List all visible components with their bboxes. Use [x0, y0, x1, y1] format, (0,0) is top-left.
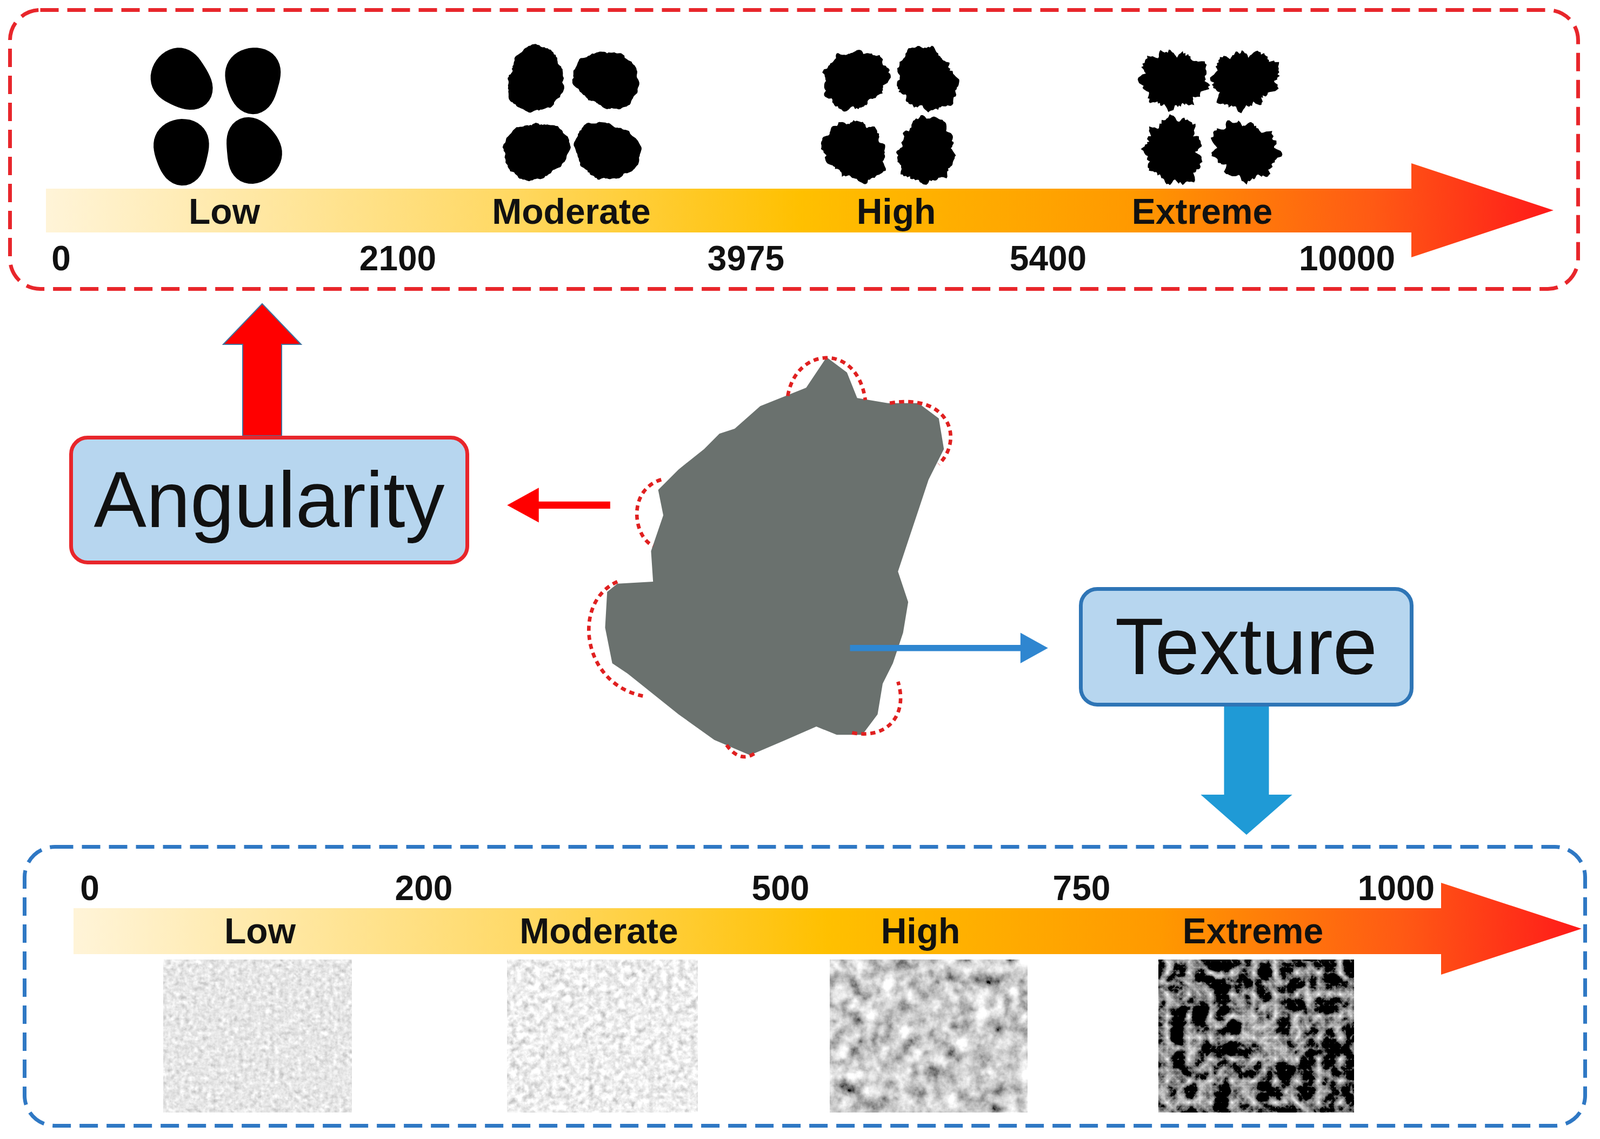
- texture-sample-image: [507, 959, 698, 1113]
- property-label: Texture: [1115, 600, 1378, 693]
- particle-silhouette: [150, 47, 213, 110]
- scale-label: Moderate: [491, 191, 651, 232]
- particle-silhouette: [1141, 114, 1203, 185]
- particle-silhouette: [153, 118, 210, 186]
- scale-label: Low: [188, 191, 260, 232]
- particle-silhouette: [1137, 49, 1211, 112]
- property-box: Texture: [1078, 587, 1414, 707]
- aggregate-particle: [604, 357, 944, 756]
- block-arrow: [1202, 706, 1291, 835]
- particle-silhouettes: [150, 43, 1283, 186]
- particle-silhouette: [224, 47, 281, 115]
- property-label: Angularity: [93, 454, 445, 546]
- scale-label: 10000: [1298, 239, 1396, 278]
- particle-silhouette: [226, 117, 283, 184]
- particle-silhouette: [896, 45, 960, 112]
- particle-silhouette: [1210, 120, 1283, 185]
- particle-silhouette: [1210, 50, 1280, 114]
- scale-label: 750: [1052, 869, 1111, 908]
- pointer-arrowhead: [507, 487, 539, 523]
- pointer-arrowhead: [1020, 632, 1049, 664]
- property-box: Angularity: [69, 435, 470, 565]
- scale-label: 200: [395, 869, 453, 908]
- particle-silhouette: [572, 51, 640, 110]
- scale-label: Low: [224, 911, 296, 951]
- particle-silhouette: [573, 122, 642, 180]
- scale-label: 500: [751, 869, 810, 908]
- scale-label: 3975: [707, 239, 785, 278]
- scale-label: Extreme: [1182, 911, 1324, 951]
- dashed-border: [24, 847, 1586, 1126]
- scale-label: High: [856, 191, 937, 232]
- scale-label: 5400: [1009, 239, 1087, 278]
- pointer-arrow: [534, 501, 611, 509]
- particle-silhouette: [896, 115, 957, 185]
- scale-label: 0: [51, 239, 71, 278]
- central-particle-group: [507, 357, 1049, 757]
- scale-label: High: [881, 911, 961, 951]
- scale-label: 0: [80, 869, 100, 908]
- particle-silhouette: [821, 120, 886, 184]
- texture-sample-image: [163, 959, 352, 1113]
- particle-silhouette: [502, 122, 571, 182]
- particle-silhouette: [507, 43, 565, 113]
- scale-label: 1000: [1357, 869, 1435, 908]
- angularity-outline: [588, 357, 951, 757]
- dashed-border: [10, 10, 1579, 290]
- scale-label: Moderate: [519, 911, 678, 951]
- block-arrow: [223, 303, 302, 436]
- scale-label: 2100: [359, 239, 437, 278]
- texture-sample-image: [1158, 959, 1355, 1113]
- texture-sample-image: [829, 959, 1028, 1113]
- dashed-scale-panel: 0 200 500 750 1000Low Moderate High Extreme: [22, 844, 1588, 1128]
- particle-silhouette: [822, 49, 891, 112]
- scale-label: Extreme: [1131, 191, 1273, 232]
- dashed-scale-panel: Low Moderate High Extreme 0 2100 3975 5400 10000: [8, 8, 1580, 291]
- pointer-arrow: [850, 644, 1024, 651]
